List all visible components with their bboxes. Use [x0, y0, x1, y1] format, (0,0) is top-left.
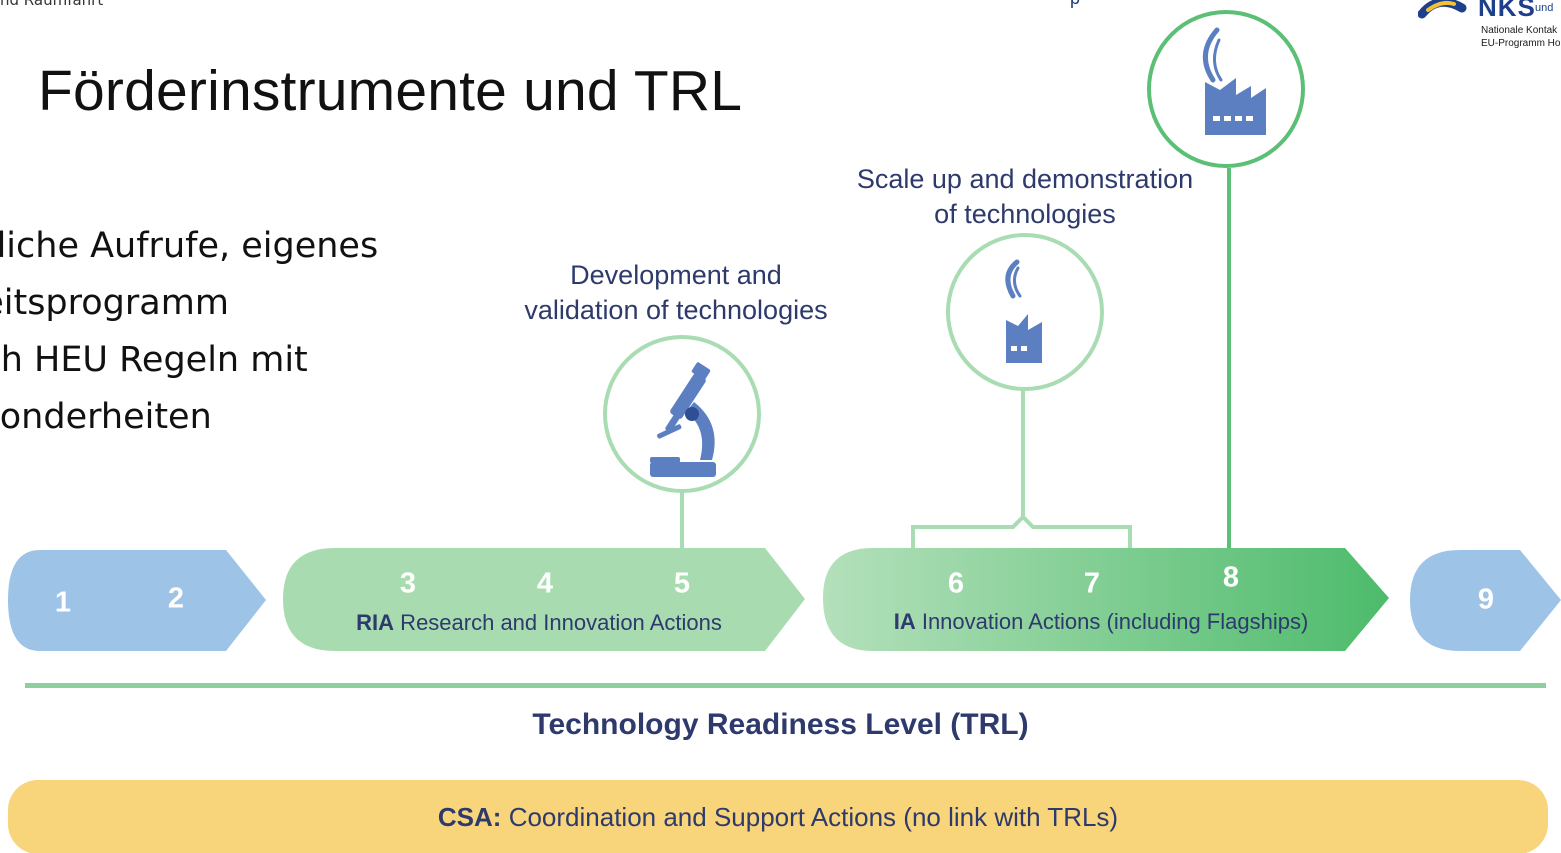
ria-caption-line-2: validation of technologies: [524, 295, 828, 325]
trl-band-9: [1410, 550, 1561, 651]
ria-label: RIA Research and Innovation Actions: [356, 610, 722, 636]
ria-label-text: Research and Innovation Actions: [400, 610, 722, 635]
bullet-item: hrliche Aufrufe, eigenes: [0, 226, 379, 266]
nks-logo-icon: [1418, 0, 1467, 19]
ia-caption-line-1: Scale up and demonstration: [856, 164, 1194, 194]
csa-abbr: CSA:: [437, 802, 502, 832]
logo-line-1: Nationale Kontak: [1481, 25, 1558, 36]
csa-bar: CSA: Coordination and Support Actions (n…: [8, 780, 1548, 853]
trl-level-5: 5: [673, 567, 691, 600]
ria-band: [283, 548, 805, 651]
ia-bracket: [911, 514, 1132, 548]
ia-icon-circle: [946, 233, 1104, 391]
small-factory-icon: [1005, 259, 1042, 363]
ia-label-text: Innovation Actions (including Flagships): [921, 609, 1309, 634]
header-fragment-right: p: [1070, 0, 1080, 9]
trl-level-7: 7: [1083, 567, 1101, 600]
ia-abbr: IA: [893, 609, 916, 634]
trl-level-4: 4: [536, 567, 554, 600]
ria-abbr: RIA: [356, 610, 395, 635]
trl-level-8: 8: [1222, 561, 1240, 594]
bullet-item: ach HEU Regeln mit: [0, 340, 308, 380]
trl-level-2: 2: [167, 582, 185, 615]
trl-band-1-2: [8, 550, 266, 651]
trl-level-9: 9: [1477, 583, 1495, 616]
trl-level-3: 3: [399, 567, 417, 600]
trl-level-6: 6: [947, 567, 965, 600]
csa-label-text: Coordination and Support Actions (no lin…: [508, 802, 1119, 832]
ia-caption: Scale up and demonstration of technologi…: [825, 162, 1225, 232]
microscope-icon: [650, 362, 716, 477]
logo-line-2: EU-Programm Ho: [1481, 38, 1561, 49]
trl-axis-line: [25, 683, 1546, 688]
ria-caption: Development and validation of technologi…: [496, 258, 856, 328]
bullet-list: hrliche Aufrufe, eigenes beitsprogramm a…: [0, 218, 378, 446]
ia-band: [823, 548, 1389, 651]
bullet-item: esonderheiten: [0, 397, 212, 437]
trl-axis-title: Technology Readiness Level (TRL): [532, 708, 1029, 741]
logo-text-small: und: [1535, 2, 1554, 14]
large-factory-icon: [1203, 27, 1266, 135]
bullet-item: beitsprogramm: [0, 283, 229, 323]
ia-caption-line-2: of technologies: [934, 199, 1116, 229]
ria-caption-line-1: Development and: [570, 260, 782, 290]
header-fragment-left: nd Raumfahrt: [0, 0, 104, 9]
logo-text: NKS: [1478, 0, 1536, 22]
trl-level-1: 1: [54, 586, 72, 619]
slide-title: Förderinstrumente und TRL: [38, 59, 743, 123]
ia-label: IA Innovation Actions (including Flagshi…: [894, 609, 1309, 635]
